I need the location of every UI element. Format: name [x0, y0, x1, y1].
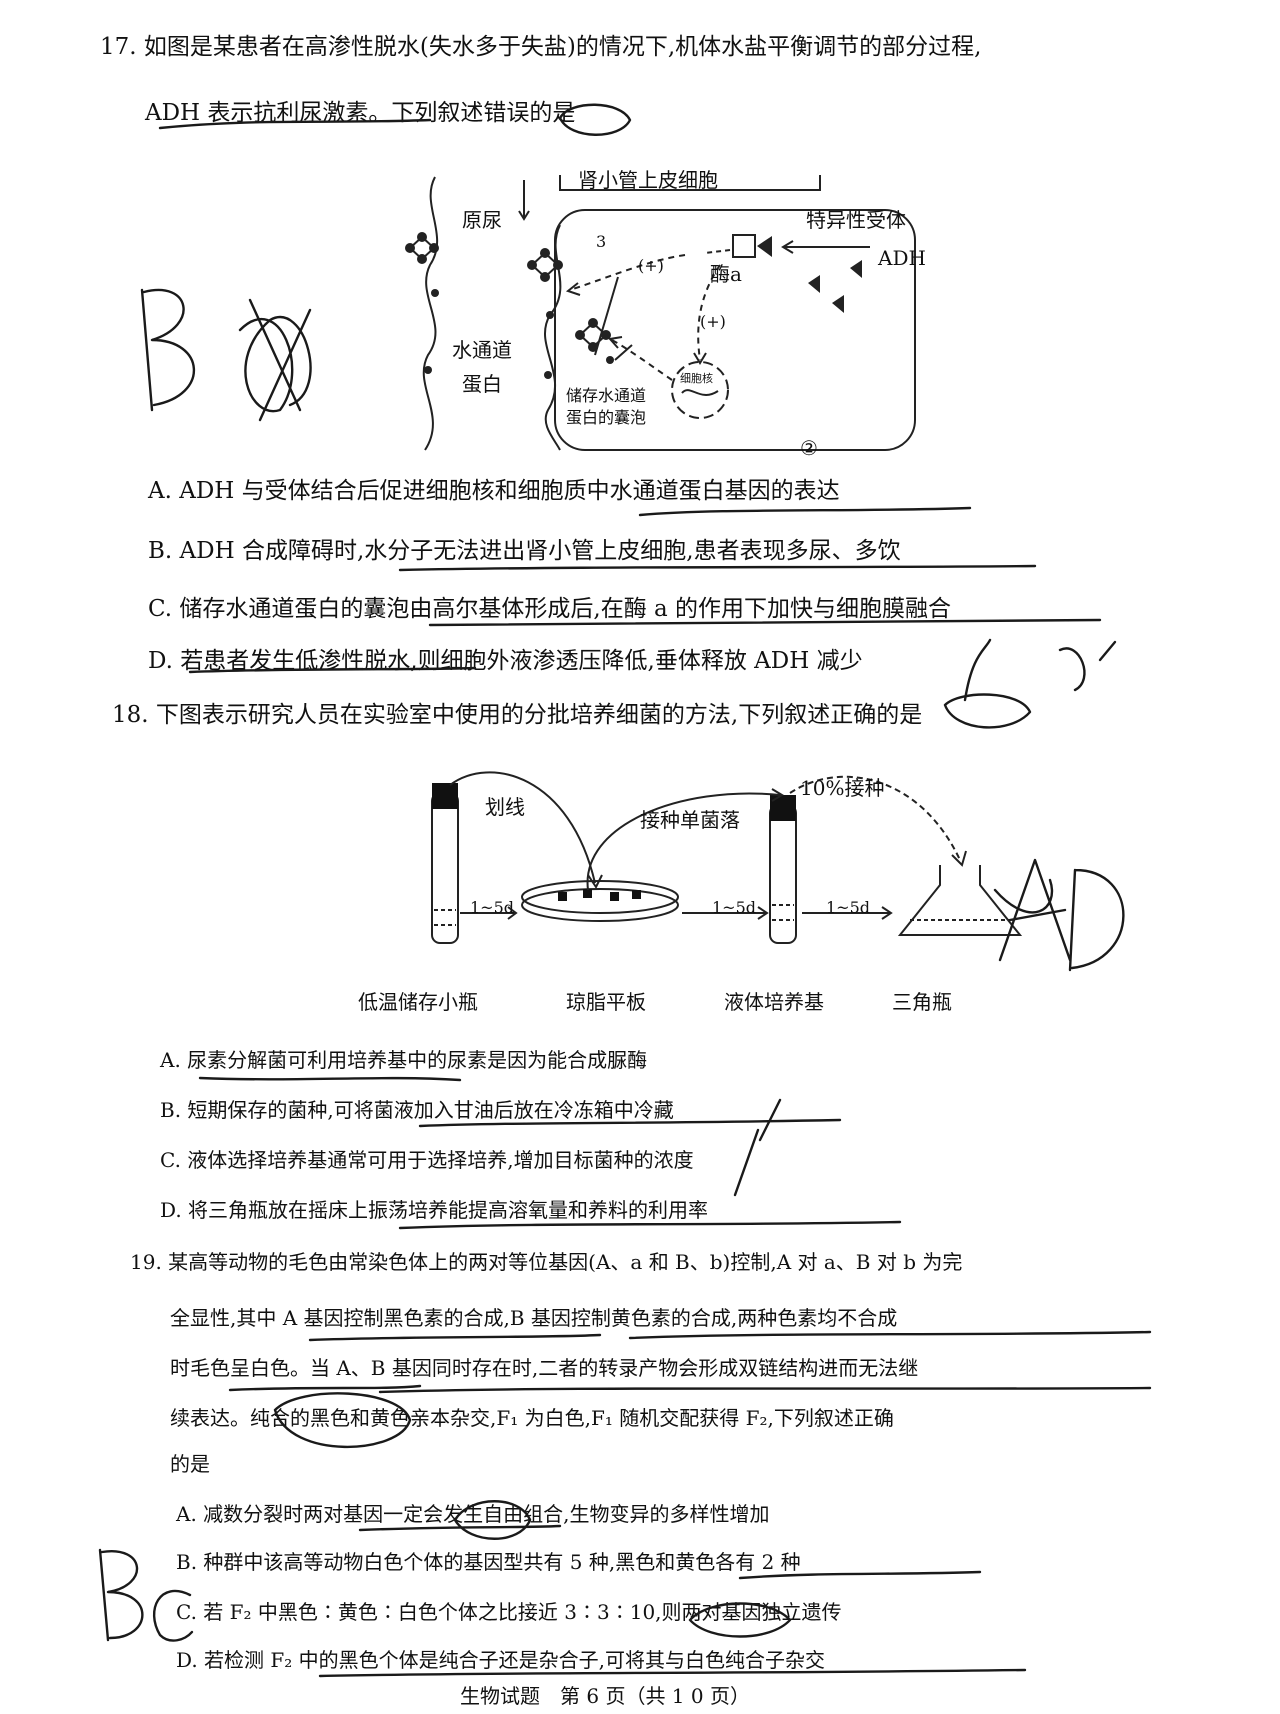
- q18-fig-plate-label: 琼脂平板: [566, 990, 646, 1014]
- q18-fig-streak: 划线: [485, 795, 525, 819]
- q17-fig-vesicle-label2: 蛋白的囊泡: [566, 408, 647, 427]
- q17-option-a: A. ADH 与受体结合后促进细胞核和细胞质中水通道蛋白基因的表达: [148, 478, 840, 504]
- q17-fig-mark2: ②: [800, 436, 818, 460]
- q18-option-b: B. 短期保存的菌种,可将菌液加入甘油后放在冷冻箱中冷藏: [160, 1098, 674, 1122]
- q17-fig-plus2: (+): [700, 312, 726, 331]
- q19-stem-line5: 的是: [170, 1452, 210, 1476]
- q18-stem: 18. 下图表示研究人员在实验室中使用的分批培养细菌的方法,下列叙述正确的是: [112, 702, 923, 728]
- q18-figure: [431, 771, 1023, 944]
- q17-fig-hormone-label: ADH: [878, 246, 926, 270]
- q18-handwritten-answer: [993, 858, 1125, 972]
- q17-fig-receptor-label: 特异性受体: [806, 208, 906, 232]
- q17-fig-channel-label2: 蛋白: [462, 372, 502, 396]
- q18-fig-days2: 1~5d: [712, 898, 757, 917]
- q18-fig-days1: 1~5d: [470, 898, 515, 917]
- q17-fig-urine-label: 原尿: [462, 208, 502, 232]
- q17-pen-annotations: [158, 103, 1117, 702]
- q17-fig-plus1: (+): [638, 256, 664, 275]
- q19-handwritten-answer: [98, 1548, 194, 1642]
- q18-option-a: A. 尿素分解菌可利用培养基中的尿素是因为能合成脲酶: [160, 1048, 648, 1072]
- q19-stem-line2: 全显性,其中 A 基因控制黑色素的合成,B 基因控制黄色素的合成,两种色素均不合…: [170, 1306, 898, 1330]
- q19-option-d: D. 若检测 F₂ 中的黑色个体是纯合子还是杂合子,可将其与白色纯合子杂交: [176, 1648, 826, 1672]
- q17-fig-mark3: 3: [596, 232, 607, 251]
- q19-stem-line1: 19. 某高等动物的毛色由常染色体上的两对等位基因(A、a 和 B、b)控制,A…: [130, 1250, 963, 1274]
- q17-option-b: B. ADH 合成障碍时,水分子无法进出肾小管上皮细胞,患者表现多尿、多饮: [148, 538, 901, 564]
- q17-fig-enzyme-label: 酶a: [710, 262, 742, 286]
- q17-fig-vesicle-label1: 储存水通道: [566, 386, 647, 405]
- q17-stem-line1: 17. 如图是某患者在高渗性脱水(失水多于失盐)的情况下,机体水盐平衡调节的部分…: [100, 34, 982, 60]
- q17-option-c: C. 储存水通道蛋白的囊泡由高尔基体形成后,在酶 a 的作用下加快与细胞膜融合: [148, 596, 952, 622]
- q18-fig-inoculate-single: 接种单菌落: [640, 808, 740, 832]
- q17-handwritten-answer: [140, 288, 312, 422]
- q18-fig-flask-label: 三角瓶: [892, 990, 952, 1014]
- q18-fig-days3: 1~5d: [826, 898, 871, 917]
- q18-fig-inoculate-10: 10%接种: [800, 776, 885, 800]
- page-footer: 生物试题 第 6 页（共 1 0 页）: [460, 1684, 750, 1708]
- q17-fig-channel-label1: 水通道: [452, 338, 512, 362]
- q17-figure: [405, 175, 916, 451]
- q17-fig-cell-label: 肾小管上皮细胞: [578, 168, 718, 192]
- q18-fig-liquid-label: 液体培养基: [724, 990, 824, 1014]
- q18-option-c: C. 液体选择培养基通常可用于选择培养,增加目标菌种的浓度: [160, 1148, 694, 1172]
- q19-option-b: B. 种群中该高等动物白色个体的基因型共有 5 种,黑色和黄色各有 2 种: [176, 1550, 801, 1574]
- q17-fig-nucleus-label: 细胞核: [680, 372, 713, 385]
- q18-fig-tube-label: 低温储存小瓶: [358, 990, 478, 1014]
- q19-stem-line3: 时毛色呈白色。当 A、B 基因同时存在时,二者的转录产物会形成双链结构进而无法继: [170, 1356, 919, 1380]
- q18-option-d: D. 将三角瓶放在摇床上振荡培养能提高溶氧量和养料的利用率: [160, 1198, 709, 1222]
- q19-stem-line4: 续表达。纯合的黑色和黄色亲本杂交,F₁ 为白色,F₁ 随机交配获得 F₂,下列叙…: [170, 1406, 894, 1430]
